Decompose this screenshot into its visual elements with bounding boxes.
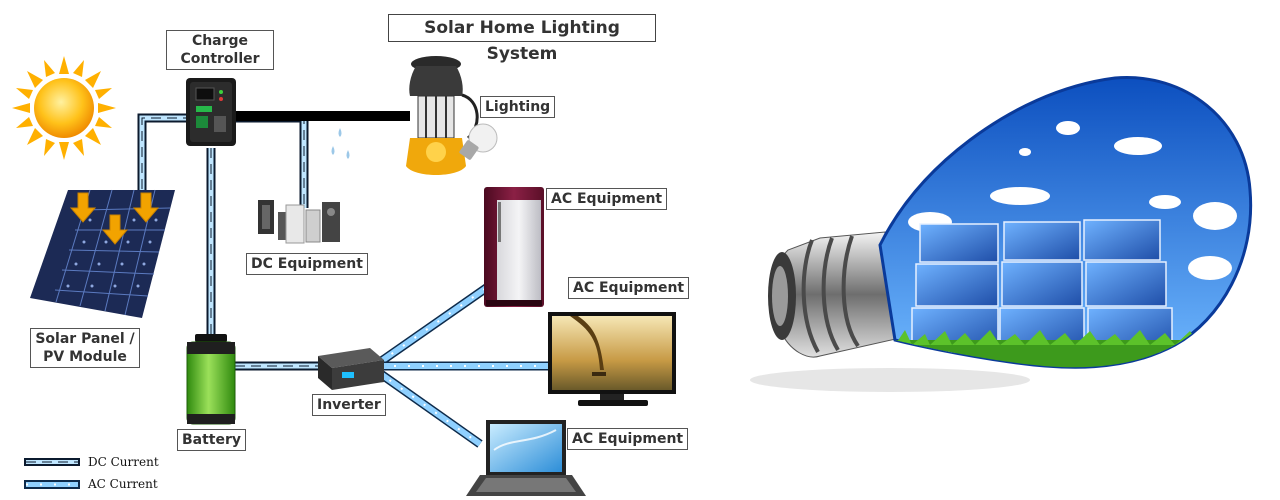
led-bulb-icon [459, 123, 498, 160]
label-inverter: Inverter [312, 394, 386, 416]
solar-bulb-illustration [750, 76, 1253, 392]
label-dc-equipment: DC Equipment [246, 253, 368, 275]
diagram-title: Solar Home Lighting System [388, 14, 656, 64]
battery-icon [186, 334, 236, 425]
label-ac-equipment-laptop: AC Equipment [567, 428, 689, 450]
label-ac-equipment-fridge: AC Equipment [546, 188, 668, 210]
ac-wires [375, 280, 548, 448]
label-battery: Battery [177, 429, 247, 451]
bulb-base-icon [768, 231, 901, 358]
label-ac-equipment-tv: AC Equipment [568, 277, 690, 299]
solar-panel-icon [30, 189, 175, 318]
sun-icon [12, 56, 116, 160]
legend-ac-swatch [24, 480, 80, 489]
dc-equipment-icon [258, 200, 340, 244]
label-lighting: Lighting [480, 96, 556, 118]
legend-ac-label: AC Current [88, 477, 158, 491]
label-solar-panel: Solar Panel / PV Module [30, 328, 140, 368]
charge-controller-icon [186, 78, 236, 146]
legend-dc-swatch [24, 458, 80, 466]
television-icon [548, 312, 676, 406]
water-drops-icon [331, 128, 350, 159]
laptop-icon [466, 420, 586, 496]
legend-dc-label: DC Current [88, 455, 159, 469]
inverter-icon [318, 348, 384, 390]
label-charge-controller: Charge Controller [166, 30, 274, 70]
lantern-icon [406, 56, 479, 175]
refrigerator-icon [484, 187, 544, 307]
